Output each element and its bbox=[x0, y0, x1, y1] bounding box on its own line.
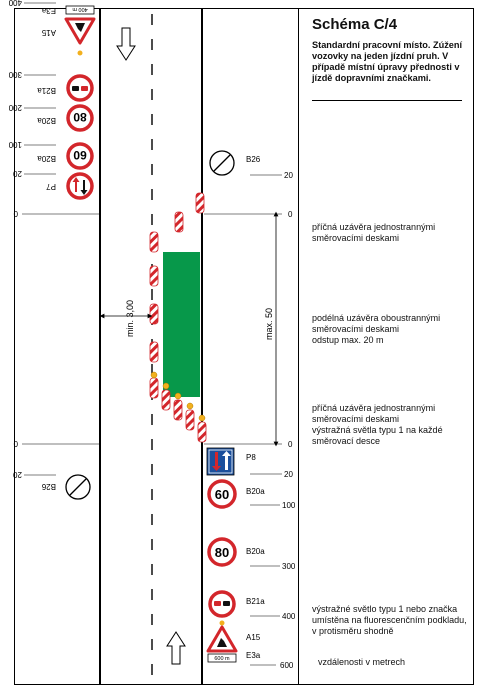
p8-sign-icon bbox=[206, 447, 235, 476]
b26-label-left: B26 bbox=[41, 482, 56, 491]
speed-limit-60-sign-left: 60 bbox=[66, 142, 94, 170]
desc-units: vzdálenosti v metrech bbox=[318, 657, 406, 667]
distance-600-right: 600 bbox=[280, 661, 294, 670]
b21a-label-right: B21a bbox=[246, 597, 265, 606]
b20a-80-label-right: B20a bbox=[246, 547, 265, 556]
title-rule bbox=[312, 100, 462, 101]
barrier-boards bbox=[149, 192, 207, 443]
distance-0-bottom-right: 0 bbox=[288, 440, 293, 449]
a15-label-left: A15 bbox=[41, 28, 56, 37]
arrow-down-icon bbox=[116, 27, 136, 61]
warning-light-icon bbox=[186, 402, 194, 410]
e3a-label-left: E3a bbox=[41, 6, 56, 15]
warning-light-icon bbox=[162, 382, 170, 390]
left-sign-column: 400 m E3a A15 400 B21a 300 80 B20a 200 6… bbox=[8, 0, 100, 500]
distance-400-right: 400 bbox=[282, 612, 296, 621]
b20a-60-label-right: B20a bbox=[246, 487, 265, 496]
e3a-value-left: 400 m bbox=[72, 6, 88, 12]
e3a-value-right: 600 m bbox=[214, 656, 230, 662]
distance-400-left: 400 bbox=[8, 0, 22, 7]
b26-sign-right bbox=[209, 150, 235, 176]
max-length-label: max. 50 bbox=[264, 308, 274, 340]
speed-80-value-right: 80 bbox=[215, 545, 229, 560]
min-width-label: min. 3,00 bbox=[125, 300, 135, 337]
barrier-board bbox=[173, 399, 183, 421]
barrier-board bbox=[149, 265, 159, 287]
panel-divider bbox=[298, 8, 299, 685]
distance-20-bottom-left: 20 bbox=[13, 470, 22, 479]
b26-sign-left bbox=[65, 474, 91, 500]
arrow-up-icon bbox=[166, 631, 186, 665]
warning-light-icon bbox=[77, 50, 83, 56]
p8-label: P8 bbox=[246, 453, 256, 462]
barrier-board bbox=[195, 192, 205, 214]
e3a-label-right: E3a bbox=[246, 651, 261, 660]
p7-sign-icon bbox=[66, 172, 94, 200]
speed-60-value-left: 60 bbox=[73, 148, 87, 162]
b20a-80-label-left: B20a bbox=[37, 116, 56, 125]
barrier-board bbox=[149, 377, 159, 399]
barrier-board bbox=[174, 211, 184, 233]
barrier-board bbox=[149, 231, 159, 253]
a15-label-right: A15 bbox=[246, 633, 261, 642]
speed-60-value-right: 60 bbox=[215, 487, 229, 502]
warning-light-icon bbox=[150, 371, 158, 379]
warning-light-icon bbox=[174, 392, 182, 400]
desc-transverse-closure: příčná uzávěra jednostrannými směrovacím… bbox=[312, 222, 436, 243]
speed-limit-80-sign: 80 bbox=[207, 537, 237, 567]
distance-300-left: 300 bbox=[8, 70, 22, 79]
desc-longitudinal-closure: podélná uzávěra oboustrannými směrovacím… bbox=[312, 313, 441, 345]
b20a-60-label-left: B20a bbox=[37, 154, 56, 163]
no-overtaking-sign-left bbox=[66, 74, 94, 102]
warning-light-icon bbox=[198, 414, 206, 422]
distance-20-top-right: 20 bbox=[284, 171, 293, 180]
barrier-board bbox=[149, 341, 159, 363]
distance-100-left: 100 bbox=[8, 140, 22, 149]
b21a-label-left: B21a bbox=[37, 86, 56, 95]
scheme-title: Schéma C/4 bbox=[312, 16, 398, 33]
distance-300-right: 300 bbox=[282, 562, 296, 571]
distance-100-right: 100 bbox=[282, 501, 296, 510]
desc-transverse-closure-lights: příčná uzávěra jednostrannými směrovacím… bbox=[312, 403, 443, 446]
p7-label: P7 bbox=[46, 182, 56, 191]
warning-light-icon bbox=[219, 620, 225, 626]
drawing-frame bbox=[14, 8, 474, 685]
distance-20-left: 20 bbox=[13, 169, 22, 178]
b26-label-right: B26 bbox=[246, 155, 261, 164]
distance-0-top-right: 0 bbox=[288, 210, 293, 219]
e3a-plate-left bbox=[65, 5, 95, 15]
roadworks-warning-sign bbox=[206, 625, 238, 653]
roadworks-warning-sign-left bbox=[64, 17, 96, 45]
distance-0-bottom-left: 0 bbox=[13, 439, 18, 448]
distance-20-right: 20 bbox=[284, 470, 293, 479]
speed-80-value-left: 80 bbox=[73, 110, 87, 124]
desc-warning-light: výstražné světlo typu 1 nebo značka umís… bbox=[312, 604, 467, 636]
barrier-board bbox=[197, 421, 207, 443]
no-overtaking-sign bbox=[208, 590, 236, 618]
e3a-plate-right bbox=[207, 653, 237, 663]
speed-limit-80-sign-left: 80 bbox=[66, 104, 94, 132]
scheme-subtitle: Standardní pracovní místo. Zúžení vozovk… bbox=[312, 40, 463, 83]
barrier-board bbox=[149, 303, 159, 325]
work-area bbox=[163, 252, 200, 397]
distance-0-top-left: 0 bbox=[13, 209, 18, 218]
barrier-board bbox=[161, 389, 171, 411]
barrier-board bbox=[185, 409, 195, 431]
speed-limit-60-sign: 60 bbox=[207, 479, 237, 509]
warning-lights bbox=[150, 371, 206, 422]
distance-200-left: 200 bbox=[8, 103, 22, 112]
